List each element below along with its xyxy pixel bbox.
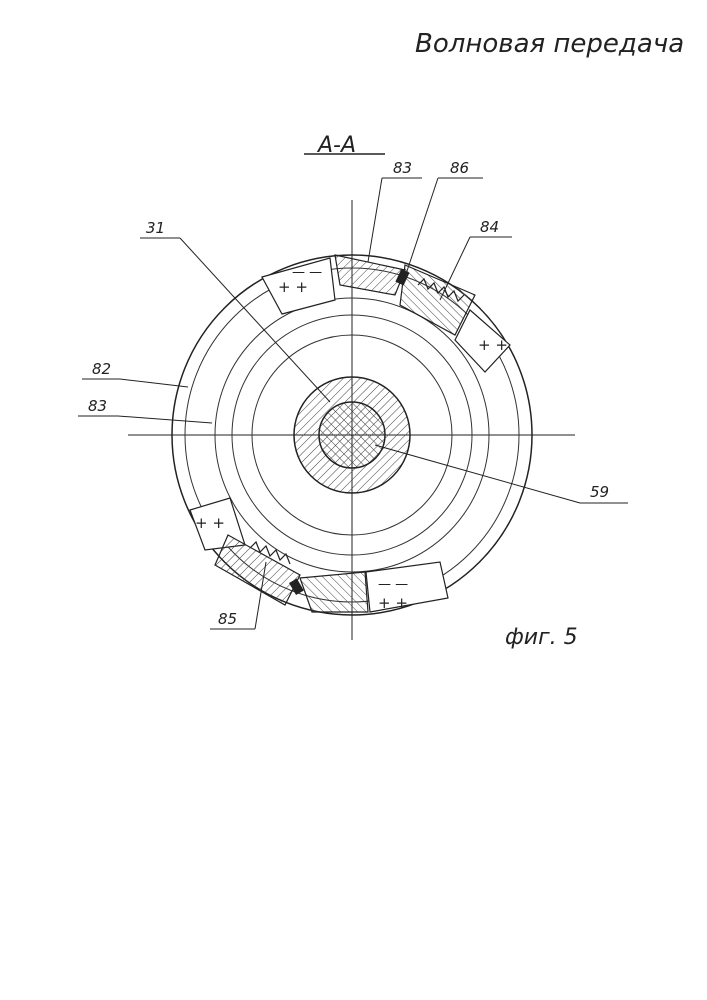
pole-signs-bottom-left: + + — [195, 514, 225, 532]
pole-signs-top-left-inner: — — — [292, 265, 322, 280]
lower-magnet-assembly — [190, 498, 448, 612]
leader-59 — [375, 445, 580, 503]
pole-signs-bottom-right-inner: — — — [378, 577, 408, 592]
leader-82 — [120, 379, 188, 387]
shaft-59 — [319, 402, 385, 468]
leader-83-top — [368, 178, 382, 262]
callout-83-left: 83 — [88, 397, 107, 415]
leader-31 — [180, 238, 330, 402]
leader-83-left — [118, 416, 212, 423]
pole-signs-bottom-right: + + — [378, 594, 408, 612]
leader-86 — [404, 178, 438, 280]
callout-83-top: 83 — [393, 159, 412, 177]
callout-31: 31 — [146, 219, 165, 237]
callout-59: 59 — [590, 483, 609, 501]
pole-signs-right: + + — [478, 336, 508, 354]
callout-84: 84 — [480, 218, 499, 236]
figure-label: фиг. 5 — [505, 625, 578, 650]
pole-signs-top-left: + + — [278, 278, 308, 296]
wedge-83 — [335, 255, 405, 295]
wedge-lower — [300, 572, 368, 612]
callout-86: 86 — [450, 159, 469, 177]
sheet-title: Волновая передача — [415, 29, 684, 59]
callout-85: 85 — [218, 610, 237, 628]
callout-82: 82 — [92, 360, 111, 378]
